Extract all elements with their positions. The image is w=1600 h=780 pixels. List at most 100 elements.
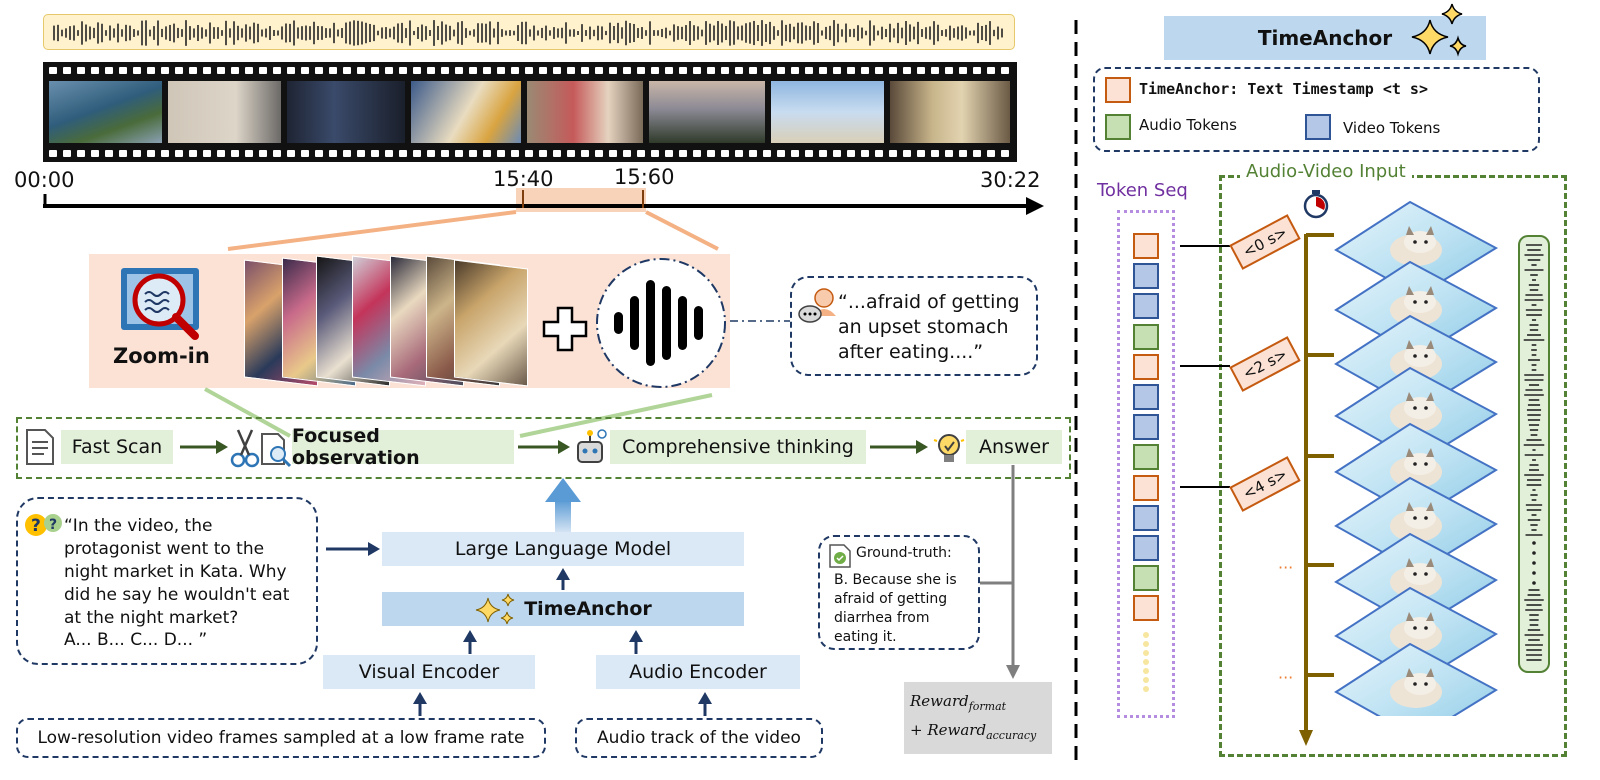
visual-input-box: Low-resolution video frames sampled at a…	[16, 718, 546, 758]
model-arrows	[326, 478, 712, 716]
document-icon	[26, 429, 54, 465]
reward-format-line: Rewardformat	[910, 692, 1046, 713]
video-frame-3	[287, 81, 405, 143]
panel-divider	[1074, 20, 1078, 760]
step-comprehensive-thinking: Comprehensive thinking	[610, 430, 866, 464]
token-ellipsis-dot	[1143, 659, 1149, 665]
zoom-panel: Zoom-in	[89, 254, 730, 388]
question-text: “In the video, the protagonist went to t…	[64, 516, 290, 628]
video-token	[1133, 293, 1159, 320]
robot-thinking-icon	[577, 429, 607, 463]
token-ellipsis-dot	[1143, 641, 1149, 647]
av-input-label-text: Audio-Video Input	[1246, 161, 1406, 182]
legend-video-label: Video Tokens	[1343, 119, 1441, 137]
reward-accuracy-subscript: accuracy	[986, 729, 1037, 742]
video-token	[1133, 535, 1159, 561]
quote-connector	[730, 320, 790, 322]
audio-input-box: Audio track of the video	[575, 718, 823, 758]
waveform-icon	[53, 20, 1003, 46]
speech-quote-bubble: “...afraid of getting an upset stomach a…	[790, 276, 1038, 376]
reward-format-label: Reward	[910, 692, 969, 710]
svg-text:···: ···	[1278, 558, 1293, 577]
svg-text:···: ···	[1278, 668, 1293, 687]
zoom-in-icon	[121, 268, 199, 340]
llm-box: Large Language Model	[382, 532, 744, 566]
ground-truth-box: Ground-truth: B. Because she is afraid o…	[818, 535, 980, 650]
video-frame-diamonds	[1334, 200, 1499, 716]
audio-waveform-strip	[43, 14, 1015, 50]
step-answer: Answer	[966, 430, 1062, 464]
reward-accuracy-line: + Rewardaccuracy	[910, 721, 1046, 742]
timestamp-token	[1133, 233, 1159, 259]
video-frame-2	[168, 81, 281, 143]
timeanchor-box: TimeAnchor	[382, 592, 744, 626]
waveform-icon	[1523, 244, 1545, 661]
visual-encoder-box: Visual Encoder	[323, 655, 535, 689]
reward-accuracy-label: + Reward	[910, 721, 987, 739]
question-marks-icon: ? ?	[25, 514, 62, 536]
timeanchor-box-label: TimeAnchor	[524, 598, 652, 620]
audio-token	[1133, 323, 1159, 350]
step-focused-observation: Focused observation	[292, 425, 514, 469]
focus-connectors	[204, 387, 713, 438]
video-frame-6	[649, 81, 765, 143]
audio-waveform-vertical	[1518, 235, 1550, 673]
legend-timestamp-swatch	[1105, 77, 1131, 103]
speaker-icon	[798, 288, 836, 323]
video-token	[1133, 414, 1159, 441]
arrow-right-icon	[180, 440, 228, 454]
token-ellipsis-dot	[1143, 668, 1149, 674]
audio-encoder-box: Audio Encoder	[596, 655, 800, 689]
video-frame-4	[411, 81, 521, 143]
token-ellipsis-dot	[1143, 686, 1149, 692]
audio-bars-icon	[596, 258, 726, 388]
timestamp-token	[1133, 595, 1159, 622]
legend-audio-swatch	[1105, 114, 1131, 140]
timeline-tick-segment-end: 15:60	[614, 165, 675, 189]
audio-token	[1133, 444, 1159, 471]
timestamp-token	[1133, 353, 1159, 380]
film-holes	[49, 67, 1009, 157]
token-ellipsis-dot	[1143, 677, 1149, 683]
video-token	[1133, 384, 1159, 410]
legend-box: TimeAnchor: Text Timestamp <t s> Audio T…	[1093, 67, 1540, 152]
film-strip	[43, 62, 1017, 162]
video-token	[1133, 263, 1159, 290]
ground-truth-title: Ground-truth:	[856, 545, 952, 561]
right-panel-title: TimeAnchor	[1257, 26, 1393, 50]
legend-video-swatch	[1305, 114, 1331, 140]
arrow-right-icon	[518, 440, 570, 454]
arrow-right-icon	[870, 440, 928, 454]
question-options: A... B... C... D... ”	[64, 630, 208, 650]
video-frame-8	[890, 81, 1010, 143]
av-input-label: Audio-Video Input	[1240, 161, 1412, 182]
plus-icon	[542, 306, 588, 352]
video-frame-5	[527, 81, 643, 143]
pipeline-container	[16, 417, 1071, 479]
svg-text:?: ?	[31, 516, 41, 536]
token-ellipsis-dot	[1143, 650, 1149, 656]
timestamp-token	[1133, 474, 1159, 501]
token-ellipsis-dot	[1143, 632, 1149, 638]
video-frame-7	[771, 81, 884, 143]
reward-arrow	[980, 465, 1020, 679]
av-timeline: ··· ···	[1180, 190, 1334, 746]
video-token	[1133, 504, 1159, 531]
reward-format-subscript: format	[968, 700, 1007, 713]
legend-timestamp-label: TimeAnchor: Text Timestamp <t s>	[1139, 80, 1428, 98]
check-document-icon	[829, 544, 851, 568]
token-seq-container	[1117, 210, 1175, 718]
legend-audio-label: Audio Tokens	[1139, 116, 1237, 134]
video-frame-1	[49, 81, 162, 143]
question-bubble: ? ? “In the video, the protagonist went …	[16, 497, 318, 665]
timeline-tick-end: 30:22	[980, 168, 1041, 192]
audio-input-text: Audio track of the video	[597, 728, 801, 748]
timeline-tick-start: 00:00	[14, 168, 75, 192]
speech-quote-text: “...afraid of getting an upset stomach a…	[838, 291, 1020, 363]
zoom-in-label: Zoom-in	[113, 344, 210, 368]
audio-token	[1133, 565, 1159, 592]
reward-box: Rewardformat + Rewardaccuracy	[904, 682, 1052, 754]
step-fast-scan: Fast Scan	[61, 430, 173, 464]
lightbulb-icon	[933, 434, 965, 462]
sparkle-icon	[1411, 3, 1467, 57]
